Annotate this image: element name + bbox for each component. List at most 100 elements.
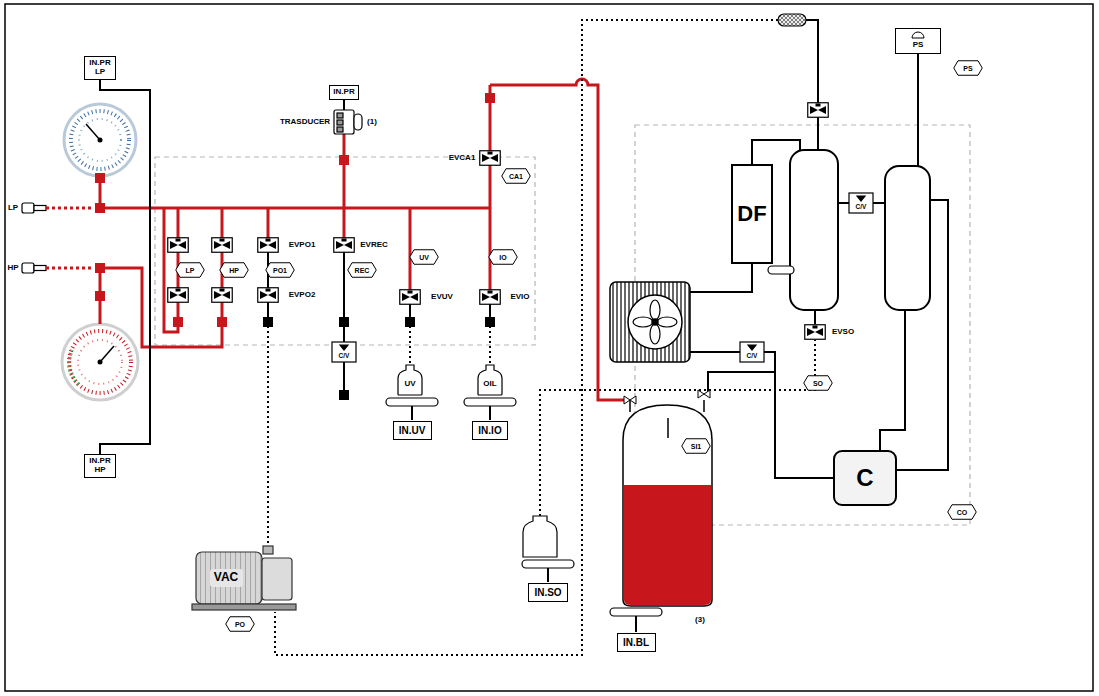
compressor: C [833, 450, 897, 506]
node-text: DF [737, 202, 766, 226]
transducer [337, 113, 343, 118]
module-outline [155, 125, 970, 525]
hose-connector [34, 206, 46, 211]
part-label: LP [8, 204, 18, 212]
frame [5, 4, 1093, 691]
check-valve [340, 345, 348, 350]
refrigerant-pipe [46, 208, 94, 268]
pipe-joint [217, 317, 227, 327]
scale-input: IN.IO [472, 421, 508, 440]
gauge [71, 111, 129, 169]
vessel [768, 150, 930, 310]
check-valve [332, 342, 356, 362]
gauge [64, 104, 136, 176]
filter [778, 14, 806, 26]
pipe [752, 20, 918, 166]
callout-tag [410, 250, 439, 265]
scale [386, 398, 438, 406]
check-valve-label: C/V [339, 353, 350, 360]
callout-tag: CO [957, 509, 968, 516]
part-label: EVPO1 [289, 241, 316, 249]
callout-tag [176, 61, 983, 632]
node-text: C [856, 465, 873, 491]
scale [464, 398, 516, 406]
transducer [337, 120, 343, 125]
input-box: IN.PR LP [84, 56, 116, 80]
scale [522, 560, 574, 568]
callout-tag [348, 263, 377, 278]
callout-tag [948, 505, 977, 520]
part-label: EVREC [360, 241, 388, 249]
refrigerant-pipe [178, 85, 490, 322]
part-label: HP [7, 264, 18, 272]
callout-tag: SI1 [691, 443, 702, 450]
callout-tag: CA1 [509, 173, 523, 180]
gauge [100, 346, 114, 362]
callout-tag [176, 263, 205, 278]
recovery-tank [624, 485, 711, 605]
condenser [652, 319, 658, 325]
callout-tag [266, 263, 295, 278]
callout-tag [954, 61, 983, 76]
callout-tag [220, 263, 249, 278]
vessel [768, 266, 794, 274]
transducer [337, 127, 343, 132]
part-label: EVSO [832, 328, 854, 336]
callout-tag: SO [813, 380, 823, 387]
scale [610, 608, 662, 616]
pipe [268, 20, 948, 632]
callout-tag [226, 617, 255, 632]
part-label: EVPO2 [289, 291, 316, 299]
callout-tag: REC [355, 267, 370, 274]
callout-tag: HP [229, 267, 239, 274]
check-valve [857, 196, 865, 201]
pipe-joint [263, 317, 495, 400]
vacuum-pump [192, 604, 296, 610]
pilot-line [268, 20, 815, 655]
solenoid-valve [168, 103, 829, 438]
pipe-joint [485, 317, 495, 327]
solenoid-valve [480, 151, 501, 166]
refrigerant-pipe [490, 79, 624, 400]
vacuum-pump [196, 552, 262, 604]
condenser [628, 295, 682, 349]
solenoid-valve [258, 288, 279, 303]
solenoid-valve [212, 238, 233, 253]
refrigerant-pipe [100, 176, 178, 332]
pipe-joint [339, 390, 349, 400]
node-text: IN.PR LP [88, 59, 112, 77]
pipe-joint [95, 93, 495, 327]
scale-input: IN.BL [617, 633, 656, 652]
callout-tag [502, 169, 531, 184]
part-label: EVIO [510, 293, 529, 301]
pipe-joint [485, 93, 495, 103]
solenoid-valve [400, 290, 421, 305]
pressure-switch: PS [895, 28, 941, 54]
pressure-switch-dial [912, 32, 924, 38]
solenoid-valve [168, 288, 189, 303]
pipe-joint [173, 317, 183, 327]
callout-tag: LP [186, 267, 195, 274]
transducer [334, 110, 354, 134]
callout-tag: PO [235, 621, 245, 628]
input-box: IN.PR HP [84, 454, 116, 478]
node-text: IN.UV [399, 425, 426, 436]
gauge [78, 340, 122, 384]
bottle-outline [398, 365, 422, 395]
pipe-joint [339, 155, 349, 165]
gauge [62, 104, 138, 400]
condenser [633, 317, 653, 327]
pilot-line [268, 326, 490, 546]
hose-connector [22, 263, 34, 273]
condenser [610, 282, 690, 362]
hose-connector [22, 203, 34, 213]
refrigerant-pipe [100, 268, 222, 347]
part-label: (1) [367, 118, 377, 126]
node-text: VAC [214, 571, 238, 584]
node-text: IN.PR [333, 88, 354, 97]
part-label: TRASDUCER [280, 118, 330, 126]
pipe-joint [95, 291, 105, 301]
vacuum-pump [192, 546, 296, 610]
check-valve [748, 345, 756, 350]
node-text: IN.SO [534, 587, 561, 598]
